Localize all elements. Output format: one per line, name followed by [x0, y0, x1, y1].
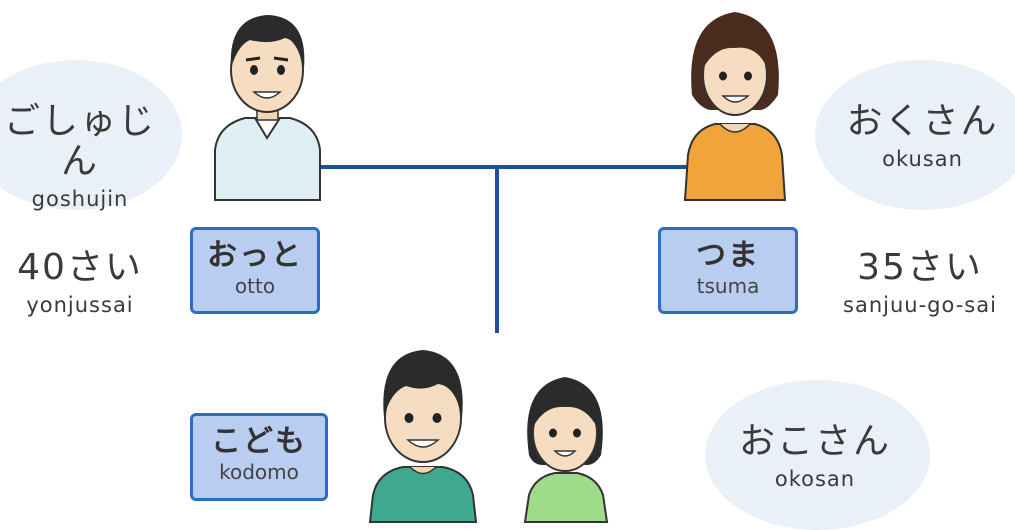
descent-line	[495, 165, 499, 333]
wife-label-romaji: tsuma	[696, 274, 760, 298]
husband-honorific-term: ごしゅじん goshujin	[0, 102, 160, 212]
wife-age: 35さい sanjuu-go-sai	[825, 248, 1015, 318]
wife-honorific-japanese: おくさん	[846, 101, 999, 142]
son-illustration	[368, 350, 478, 523]
husband-age-romaji: yonjussai	[26, 293, 134, 317]
wife-honorific-term: おくさん okusan	[840, 102, 1005, 172]
husband-honorific-bubble	[0, 60, 182, 210]
wife-illustration	[683, 12, 787, 201]
children-label-romaji: kodomo	[219, 460, 299, 484]
husband-age: 40さい yonjussai	[0, 248, 160, 318]
children-honorific-bubble	[705, 380, 930, 530]
daughter-illustration	[523, 377, 609, 523]
wife-label-japanese: つま	[696, 238, 760, 273]
wife-honorific-bubble	[815, 60, 1015, 210]
children-honorific-romaji: okosan	[774, 467, 856, 491]
wife-honorific-romaji: okusan	[882, 147, 963, 171]
children-label-box: こども kodomo	[190, 413, 328, 501]
wife-age-romaji: sanjuu-go-sai	[843, 293, 997, 317]
husband-label-romaji: otto	[234, 274, 276, 298]
husband-label-box: おっと otto	[190, 227, 320, 314]
children-honorific-term: おこさん okosan	[730, 422, 900, 492]
wife-age-japanese: 35さい	[857, 247, 983, 288]
husband-honorific-romaji: goshujin	[31, 187, 129, 211]
husband-honorific-japanese: ごしゅじん	[3, 101, 156, 182]
husband-label-japanese: おっと	[207, 238, 303, 273]
wife-label-box: つま tsuma	[658, 227, 798, 314]
husband-illustration	[214, 15, 321, 201]
children-label-japanese: こども	[211, 424, 307, 459]
marriage-line	[318, 165, 710, 169]
children-honorific-japanese: おこさん	[738, 421, 891, 462]
husband-age-japanese: 40さい	[17, 247, 143, 288]
